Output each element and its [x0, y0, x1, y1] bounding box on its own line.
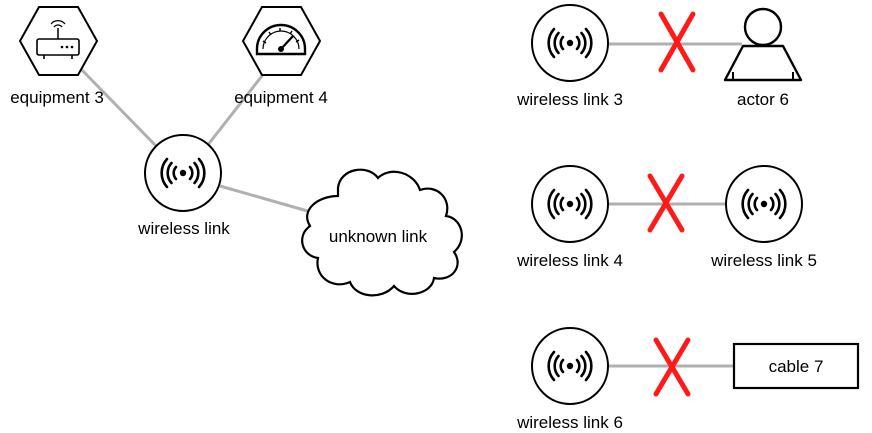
wireless-link-4-label: wireless link 4: [516, 251, 623, 270]
node-wireless-link-3[interactable]: wireless link 3: [516, 4, 623, 109]
actor-6-label: actor 6: [737, 90, 789, 109]
node-wireless-link-6[interactable]: wireless link 6: [516, 327, 623, 432]
node-equipment-4[interactable]: equipment 4: [234, 6, 328, 107]
blocked-marker-3: [653, 337, 691, 397]
unknown-link-label: unknown link: [329, 227, 428, 246]
blocked-marker-2: [647, 173, 685, 233]
actor-icon: [723, 7, 803, 82]
edge-equipment4-wireless: [205, 71, 267, 147]
node-cable-7[interactable]: cable 7: [732, 342, 860, 390]
wireless-link-6-label: wireless link 6: [516, 413, 623, 432]
equipment-3-label: equipment 3: [10, 88, 104, 107]
node-equipment-3[interactable]: equipment 3: [10, 6, 104, 107]
gauge-icon: [255, 23, 307, 56]
node-unknown-link[interactable]: unknown link: [301, 168, 463, 297]
node-wireless-link[interactable]: wireless link: [137, 134, 230, 238]
node-wireless-link-4[interactable]: wireless link 4: [516, 165, 623, 270]
cloud-icon: [301, 168, 463, 297]
router-icon: [36, 20, 80, 59]
wireless-link-label: wireless link: [137, 219, 230, 238]
equipment-4-label: equipment 4: [234, 88, 328, 107]
edge-equipment3-wireless: [78, 66, 160, 150]
blocked-marker-1: [658, 11, 696, 73]
wireless-link-5-label: wireless link 5: [710, 251, 817, 270]
cable-7-label: cable 7: [769, 357, 824, 376]
node-wireless-link-5[interactable]: wireless link 5: [710, 165, 817, 270]
edge-wireless-unknown: [219, 184, 319, 216]
node-actor-6[interactable]: actor 6: [723, 7, 803, 109]
wireless-link-3-label: wireless link 3: [516, 90, 623, 109]
